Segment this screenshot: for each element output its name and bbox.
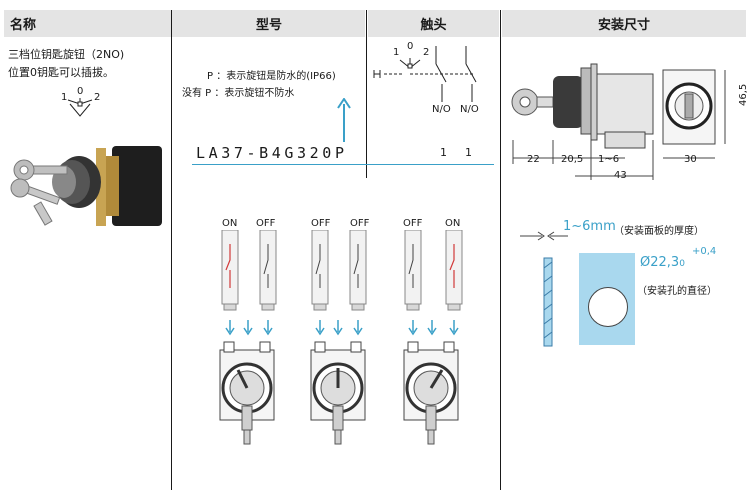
contact-pos-1: 1 [393,47,400,58]
header-contacts-label: 触头 [420,18,447,33]
product-photo [10,146,162,226]
state-3-right: ON [445,218,461,229]
state-1-right: OFF [256,218,276,229]
dim-46-5: 46,5 [738,83,749,106]
position-indicator-icon [67,98,93,117]
desc-line-2: 位置0钥匙可以插拔。 [8,66,114,79]
dim-43: 43 [614,170,627,181]
hole-diameter: Ø22,30 [640,255,685,270]
section-separator [192,164,494,165]
desc-line-1: 三档位钥匙旋钮（2NO) [8,48,125,61]
header-contacts: 触头 [368,10,499,37]
state-1-left: ON [222,218,238,229]
dim-1-6: 1~6 [598,154,620,165]
header-dimensions-label: 安装尺寸 [597,18,650,33]
header-name-label: 名称 [10,18,37,33]
divider-1 [171,10,172,490]
model-note-2: 没有 P ：表示旋钮不防水 [182,88,295,99]
panel-thickness-icon [520,231,568,347]
hole-tol-low: 0 [679,259,685,269]
panel-range: 1~6mm [563,219,616,234]
hole-dia-value: Ø22,3 [640,255,680,270]
switch-states-illustration [218,230,463,446]
contact-count-1: 1 [440,146,447,159]
header-model: 型号 [173,10,365,37]
mounting-hole [588,287,628,327]
dim-30: 30 [684,154,697,165]
contact-no-1: N/O [432,104,451,115]
contact-symbol-icon [373,46,477,102]
pos-label-0: 0 [77,86,84,97]
contact-no-2: N/O [460,104,479,115]
state-2-left: OFF [311,218,331,229]
dim-20-5: 20,5 [561,154,584,165]
model-note-1: P ：表示旋钮是防水的(IP66) [207,71,336,82]
pos-label-1: 1 [61,92,68,103]
hole-tol-high: +0,4 [692,246,717,257]
dimension-drawing [511,63,726,180]
contact-pos-0: 0 [407,41,414,52]
divider-3 [500,10,501,490]
pos-label-2: 2 [94,92,101,103]
divider-2 [366,10,367,178]
part-number: LA37-B4G320P [196,144,348,162]
header-dimensions: 安装尺寸 [502,10,746,37]
hole-note: （安装孔的直径） [637,286,717,297]
state-3-left: OFF [403,218,423,229]
state-2-right: OFF [350,218,370,229]
panel-note: （安装面板的厚度） [614,226,704,237]
arrow-up-icon [337,98,351,142]
contact-count-2: 1 [465,146,472,159]
header-model-label: 型号 [255,18,282,33]
header-name: 名称 [4,10,176,37]
contact-pos-2: 2 [423,47,430,58]
dim-22: 22 [527,154,540,165]
